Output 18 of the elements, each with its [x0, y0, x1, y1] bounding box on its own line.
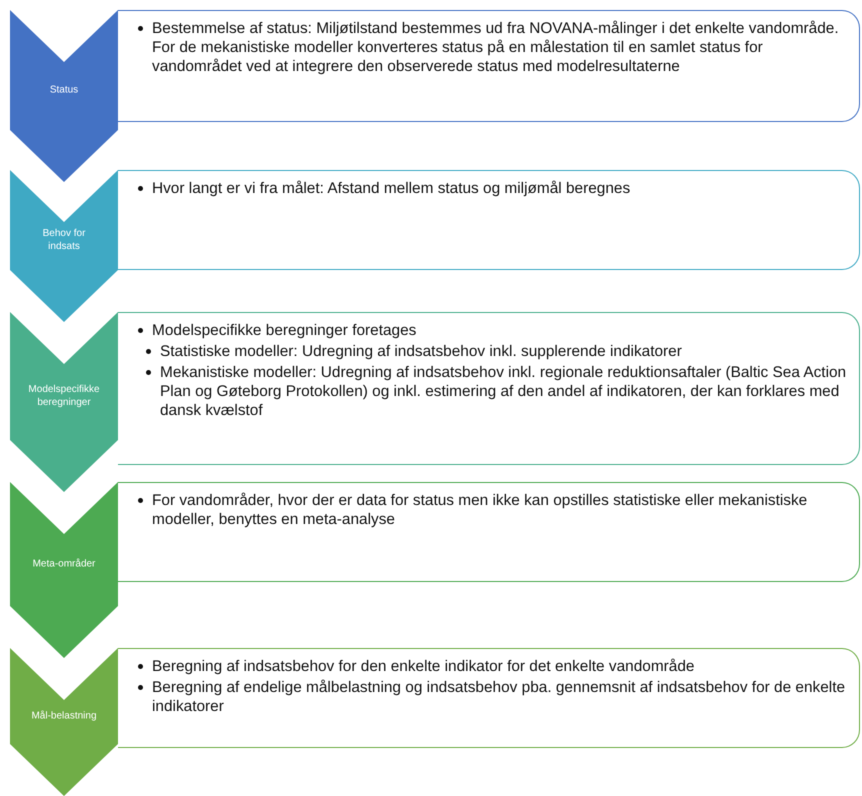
stage-label: Behov for indsats [42, 227, 86, 253]
bullet-text: For vandområder, hvor der er data for status men ikke kan opstilles statistiske eller mekanistiske modeller, benyttes en meta-analyse [152, 492, 808, 528]
description-card [118, 648, 860, 748]
description-card [118, 312, 860, 465]
stage-label: Modelspecifikke beregninger [28, 383, 100, 409]
bullet-text: Beregning af indsatsbehov for den enkelte indikator for det enkelte vandområde [152, 658, 694, 675]
bullet-text: Bestemmelse af status: Miljøtilstand bestemmes ud fra NOVANA-målinger i det enkelte vandområde. For de mekanistiske modeller konverteres status på en målestation til en samlet status for vandområdet ved at integrere den observerede status med modelresultaterne [152, 20, 839, 75]
stage-label: Mål-belastning [30, 710, 98, 722]
bullet-text: Modelspecifikke beregninger foretages [152, 322, 416, 339]
description-card [118, 482, 860, 582]
stage-label: Status [48, 84, 80, 96]
stage-label: Meta-områder [32, 558, 96, 570]
description-card [118, 10, 860, 122]
bullet-text: Hvor langt er vi fra målet: Afstand mellem status og miljømål beregnes [152, 180, 630, 197]
bullet-text: Beregning af endelige målbelastning og indsatsbehov pba. gennemsnit af indsatsbehov for de enkelte indikatorer [152, 679, 846, 715]
bullet-text: Statistiske modeller: Udregning af indsatsbehov inkl. supplerende indikatorer [160, 343, 682, 360]
description-card [118, 170, 860, 270]
bullet-text: Mekanistiske modeller: Udregning af indsatsbehov inkl. regionale reduktionsaftaler (Baltic Sea Action Plan og Gøteborg Protokollen) og inkl. estimering af den andel af indikatoren, der kan forklares med dansk kvælstof [160, 364, 846, 419]
